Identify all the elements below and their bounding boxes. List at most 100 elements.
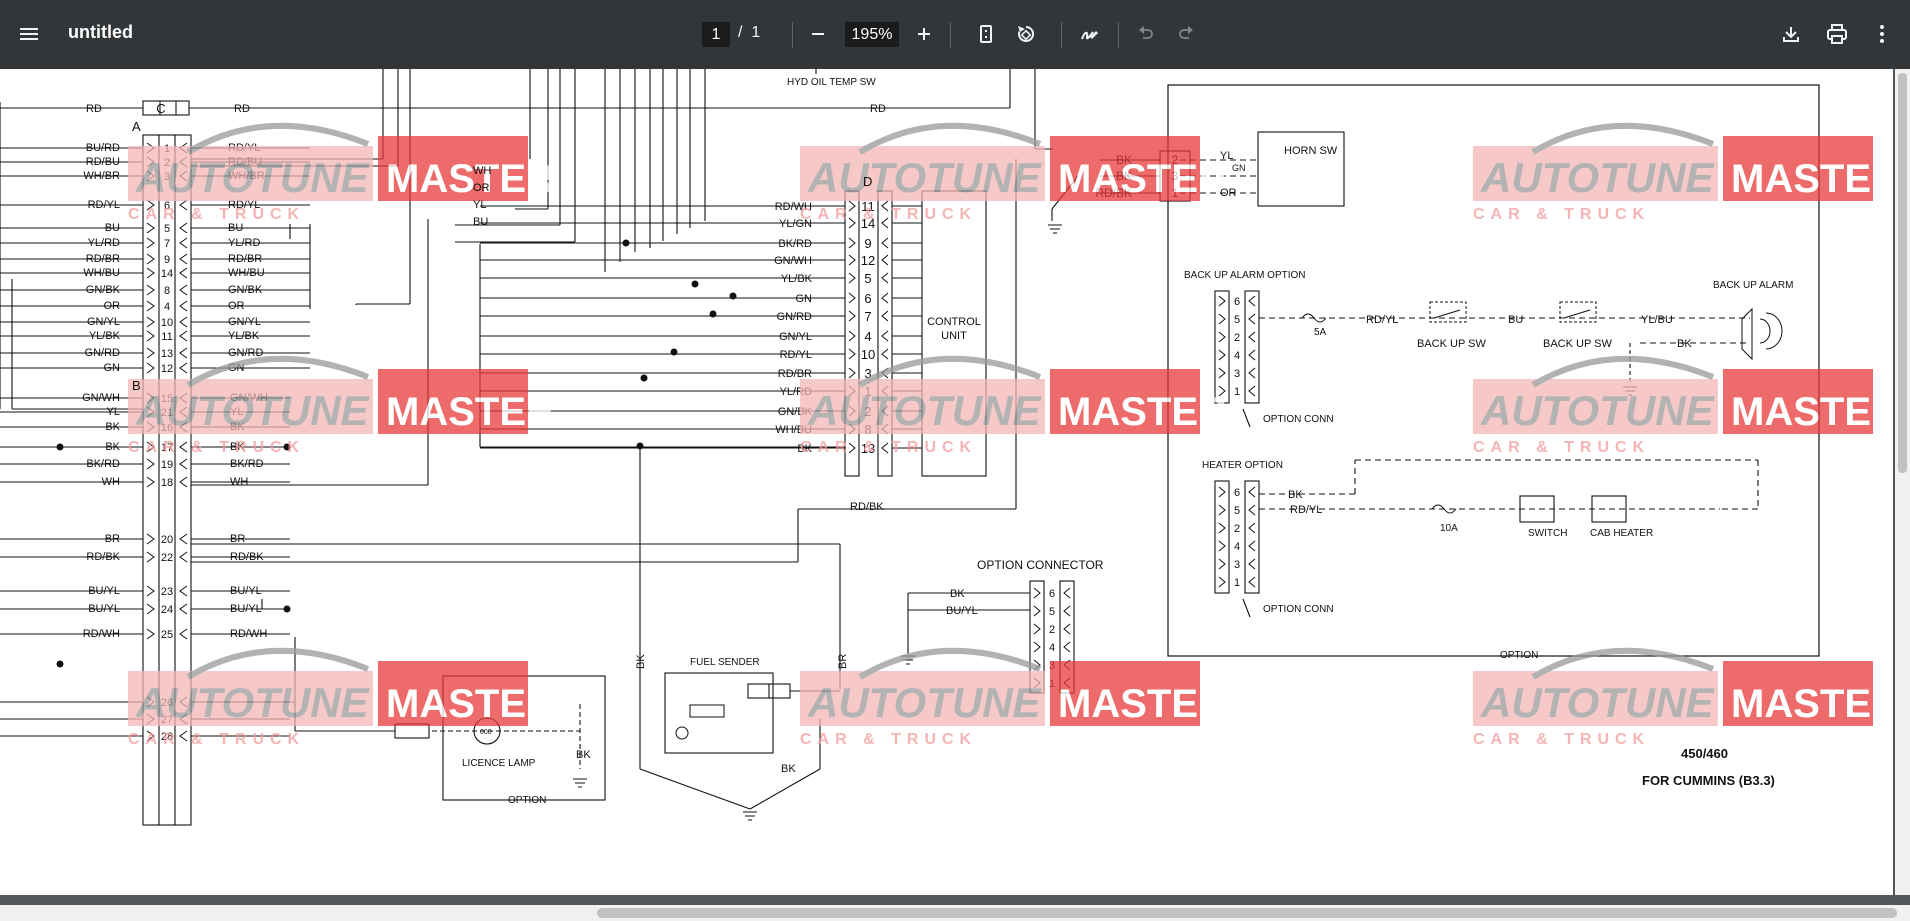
pin-number: 10 — [161, 317, 173, 329]
wire-color-label: GN/BK — [86, 284, 121, 296]
watermark-word-2: MASTER — [1731, 157, 1893, 201]
horizontal-scroll-thumb[interactable] — [597, 908, 1897, 918]
watermark-tagline: CAR & TRUCK — [128, 731, 305, 748]
redo-icon[interactable] — [1168, 16, 1204, 52]
watermark-tagline: CAR & TRUCK — [1473, 439, 1650, 456]
wire-color-label: RD/YL — [88, 199, 120, 211]
rotate-icon[interactable] — [1008, 16, 1044, 52]
pin-number: 28 — [161, 731, 173, 743]
watermark-tagline: CAR & TRUCK — [128, 206, 305, 223]
option-label: OPTION — [508, 795, 546, 806]
horn-yl-label: YL — [1220, 150, 1233, 162]
undo-icon[interactable] — [1128, 16, 1164, 52]
wire-color-label: BU/YL — [88, 603, 120, 615]
vertical-scrollbar[interactable] — [1895, 69, 1910, 895]
page-total: 1 — [751, 24, 761, 41]
print-icon[interactable] — [1819, 16, 1855, 52]
option-conn-pin: 4 — [1033, 641, 1071, 654]
option-box-label: OPTION — [1500, 650, 1538, 661]
wire-color-label: BU — [228, 222, 243, 234]
more-options-icon[interactable] — [1864, 16, 1900, 52]
pin-number: 6 — [1234, 296, 1240, 308]
wire-color-label: RD/YL — [228, 199, 260, 211]
backup-alarm-option-label: BACK UP ALARM OPTION — [1184, 270, 1306, 281]
wire-color-label: RD/BR — [778, 368, 812, 380]
watermark-word-2: MASTER — [386, 390, 555, 434]
option-conn-pin: 2 — [1218, 522, 1256, 535]
wire-color-label: BU/YL — [230, 603, 262, 615]
zoom-out-icon[interactable] — [800, 16, 836, 52]
wire-color-label: GN/YL — [779, 331, 812, 343]
connector-d-row: 5YL/BK — [480, 271, 922, 286]
wire-color-label: BR — [230, 533, 245, 545]
wire-color-label: YL — [107, 406, 120, 418]
pdf-toolbar: untitled 1 / 1 195% — [0, 0, 1910, 69]
wh-top-label: WH — [473, 165, 491, 177]
wire-color-label: BK/RD — [86, 458, 120, 470]
wire-color-label: WH/BR — [83, 170, 120, 182]
pin-number: 6 — [864, 291, 871, 306]
annotate-pen-icon[interactable] — [1072, 16, 1108, 52]
connector-b-row: 28 — [0, 730, 290, 743]
pin-number: 4 — [1049, 642, 1055, 654]
option-conn-pin: 4 — [1218, 540, 1256, 553]
zoom-level-input[interactable]: 195% — [845, 22, 899, 47]
wire-color-label: BK — [230, 441, 245, 453]
wire-junction — [691, 280, 699, 288]
watermark-word-2: MASTER — [1731, 390, 1893, 434]
menu-icon[interactable] — [11, 16, 47, 52]
fit-page-icon[interactable] — [968, 16, 1004, 52]
watermark-tagline: CAR & TRUCK — [800, 206, 977, 223]
vertical-scroll-thumb[interactable] — [1898, 73, 1907, 473]
wire-color-label: BU/YL — [230, 585, 262, 597]
watermark-word-2: MASTER — [1058, 390, 1227, 434]
option-conn-pin: 5 — [1218, 504, 1256, 517]
yl-top-label: YL — [473, 199, 486, 211]
page-number-input[interactable]: 1 — [702, 22, 730, 47]
wire-color-label: RD/BU — [86, 156, 120, 168]
backup-conn-label: OPTION CONN — [1263, 414, 1334, 425]
watermark-word-1: AUTOTUNE — [1480, 679, 1716, 726]
pin-number: 11 — [861, 199, 875, 214]
pin-number: 7 — [864, 309, 871, 324]
rd-left-label: RD — [86, 103, 102, 115]
document-viewer[interactable]: 1BU/RDRD/YL2RD/BURD/BU3WH/BRWH/BR6RD/YLR… — [0, 69, 1910, 921]
pin-number: 18 — [161, 477, 173, 489]
wire-color-label: BU/RD — [86, 142, 120, 154]
backup-sw2-label: BACK UP SW — [1543, 338, 1612, 350]
pin-number: 1 — [1234, 577, 1240, 589]
ground-icon — [1048, 224, 1062, 234]
wire-color-label: RD/BR — [228, 253, 262, 265]
backup-w1-label: RD/YL — [1366, 314, 1398, 326]
download-icon[interactable] — [1773, 16, 1809, 52]
zoom-in-icon[interactable] — [906, 16, 942, 52]
lamp-text: 000 — [480, 729, 492, 736]
wire-color-label: BK/RD — [778, 238, 812, 250]
pin-number: 4 — [1234, 350, 1240, 362]
pin-number: 2 — [1234, 332, 1240, 344]
pin-number: 17 — [161, 442, 173, 454]
wire-color-label: RD/WH — [775, 201, 812, 213]
wire-color-label: YL/RD — [228, 237, 260, 249]
wire-color-label: GN — [104, 362, 121, 374]
wiring-diagram: 1BU/RDRD/YL2RD/BURD/BU3WH/BRWH/BR6RD/YLR… — [0, 69, 1893, 826]
watermark-word-1: AUTOTUNE — [807, 387, 1043, 434]
option-conn-pin: 1 — [1218, 385, 1256, 398]
ground-icon — [743, 811, 757, 821]
watermark-word-2: MASTER — [386, 157, 555, 201]
fuse-icon — [1431, 504, 1457, 514]
watermark-tagline: CAR & TRUCK — [1473, 206, 1650, 223]
bk-vertical-label: BK — [635, 654, 647, 669]
horizontal-scrollbar[interactable] — [0, 905, 1910, 921]
heater-conn-label: OPTION CONN — [1263, 604, 1334, 615]
